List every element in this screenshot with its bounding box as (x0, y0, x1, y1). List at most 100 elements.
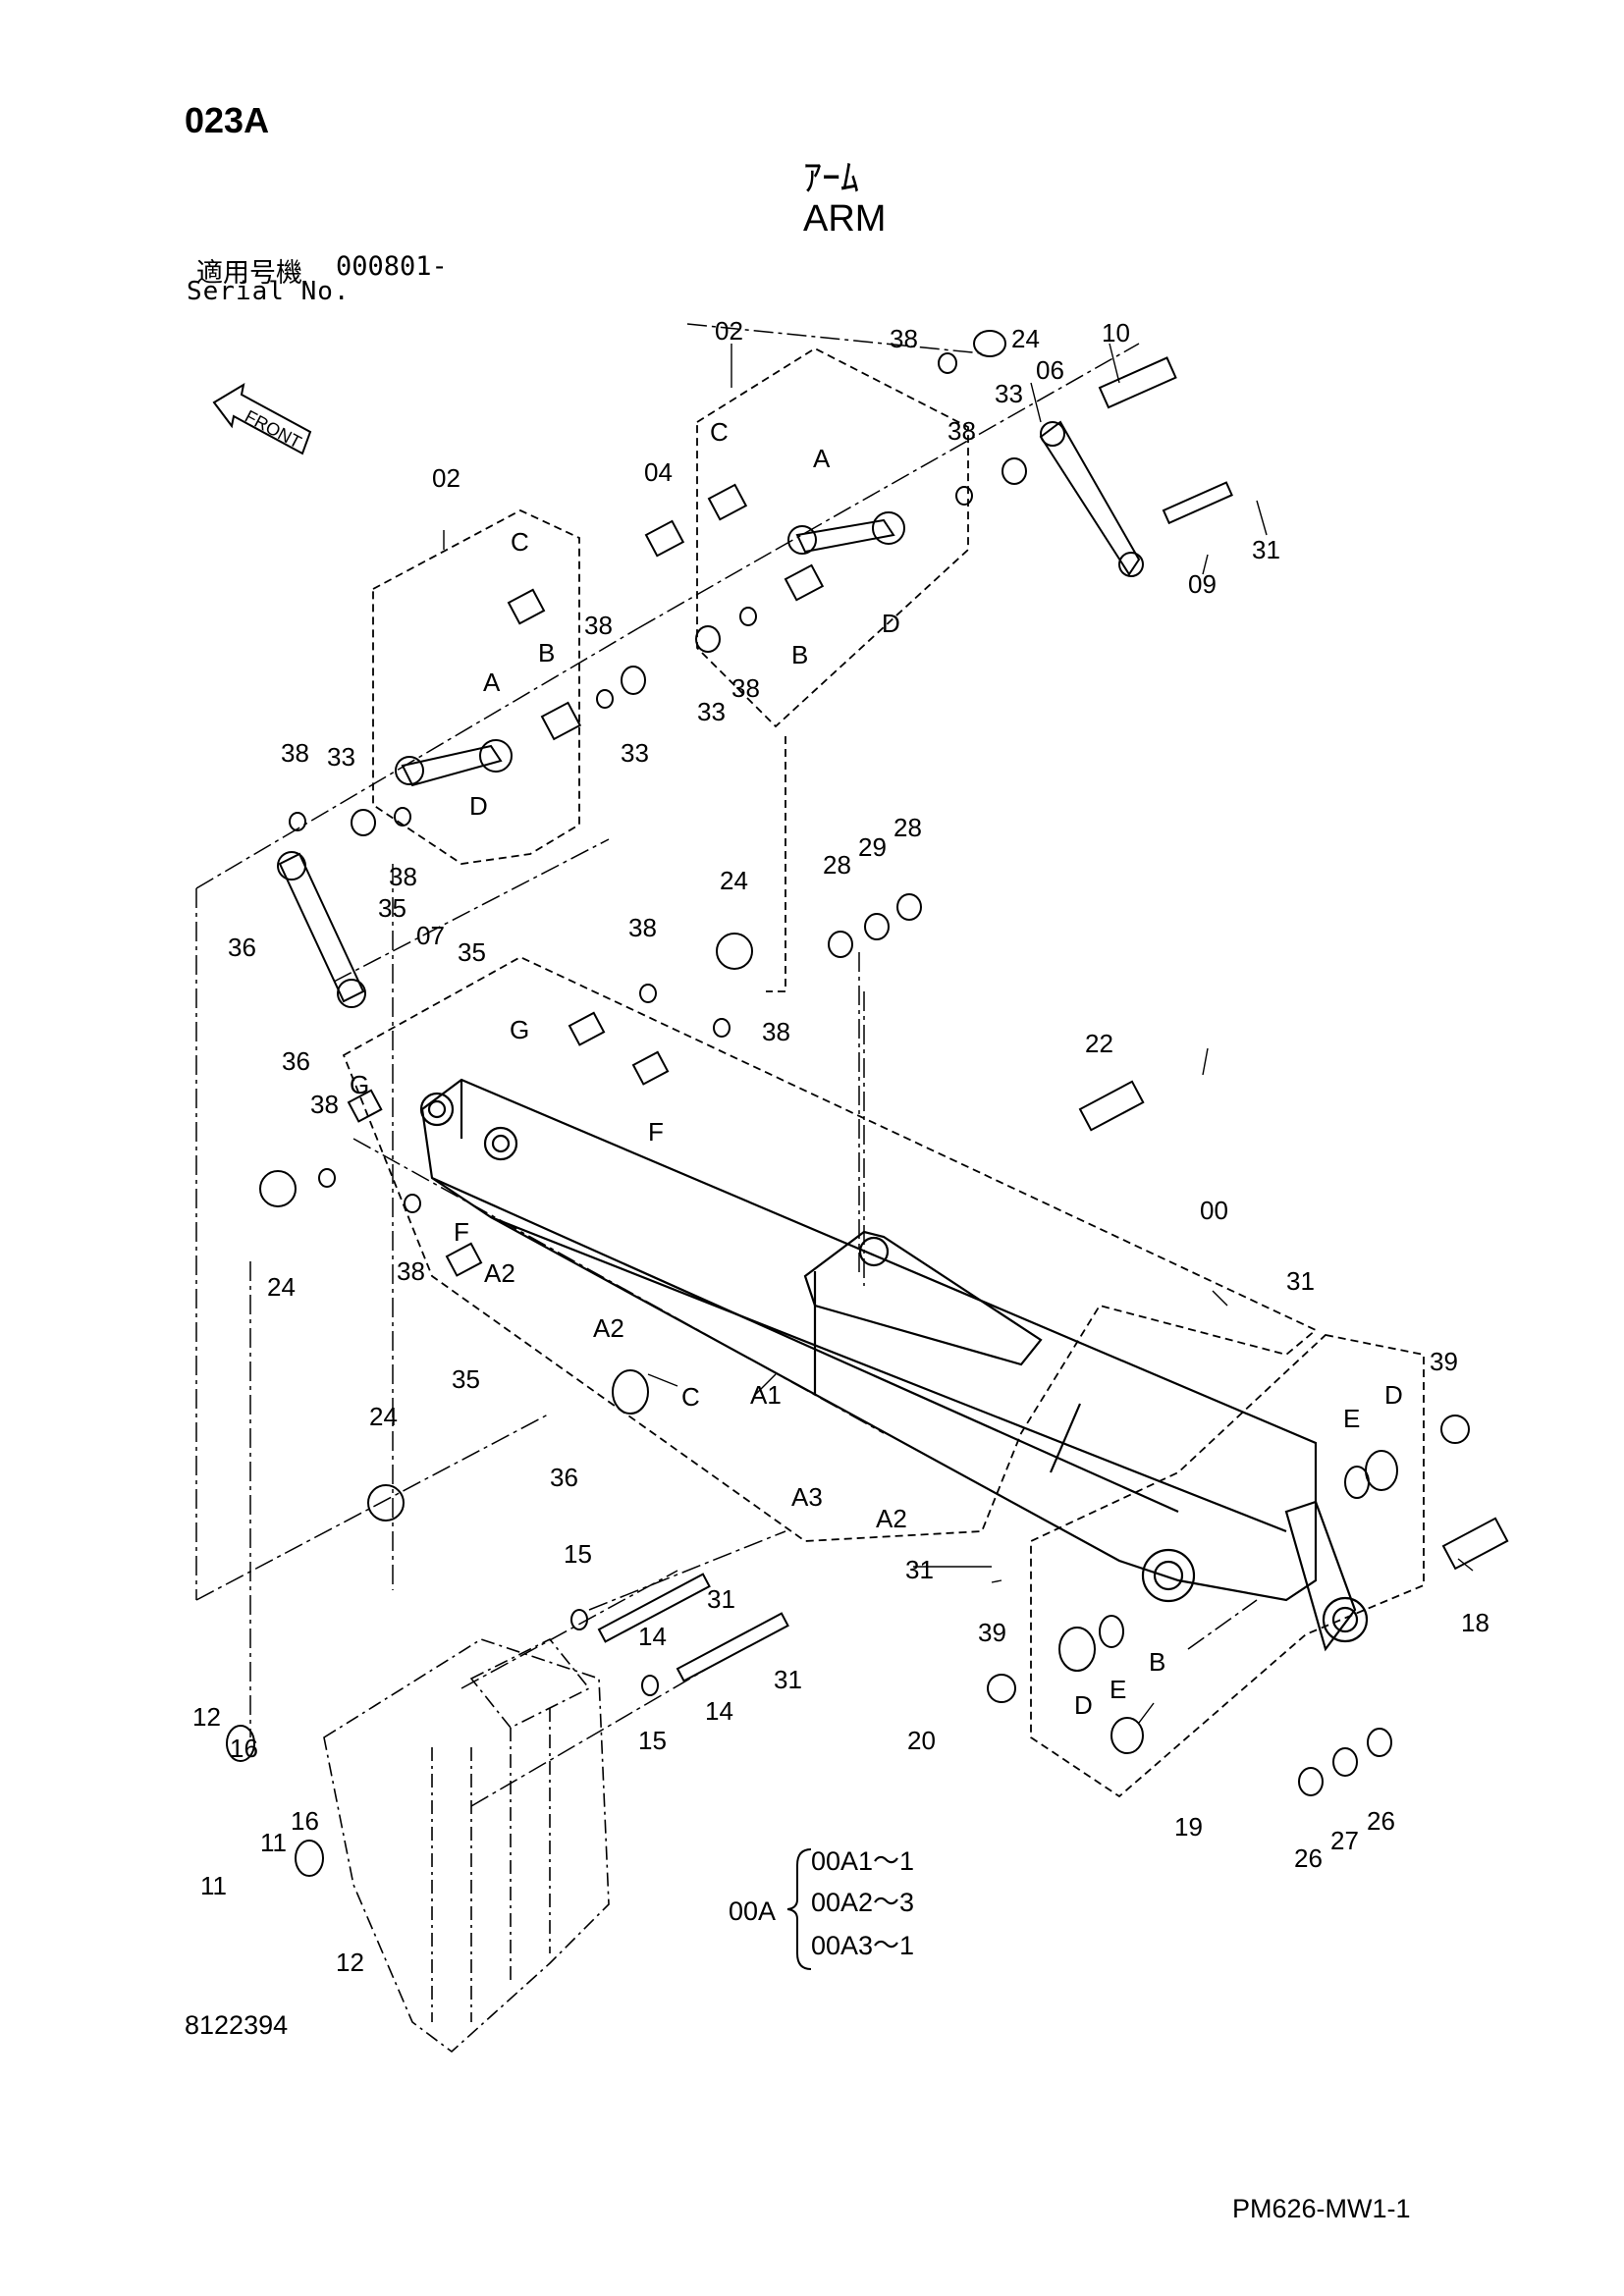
link-a-left (395, 739, 513, 787)
callout-35-c: 35 (452, 1364, 480, 1394)
kit-item-1: 00A1～1 (811, 1846, 915, 1876)
link-a-right (787, 511, 905, 555)
callout-D-bottom: D (1074, 1690, 1093, 1720)
callout-38-c: 38 (731, 673, 760, 703)
callout-27: 27 (1330, 1826, 1359, 1855)
callout-31-e: 31 (905, 1555, 934, 1584)
callout-A2-c: A2 (876, 1504, 907, 1533)
callout-G-top: G (510, 1015, 530, 1044)
front-arrow-label: FRONT (242, 406, 304, 453)
callout-12-b: 12 (336, 1948, 364, 1977)
callout-33-top: 33 (995, 379, 1023, 408)
callout-B-left: B (538, 638, 556, 667)
callout-10: 10 (1102, 318, 1130, 347)
callout-E-bottom: E (1110, 1675, 1127, 1704)
callout-20: 20 (907, 1726, 936, 1755)
callout-38-g: 38 (628, 913, 657, 942)
callout-22: 22 (1085, 1029, 1113, 1058)
callout-02-right: 02 (715, 316, 743, 346)
page-code: 023A (185, 100, 270, 140)
callout-C-left: C (511, 527, 529, 557)
callout-G-left: G (350, 1070, 370, 1099)
callout-31-top: 31 (1252, 535, 1280, 564)
callout-38-d: 38 (584, 611, 613, 640)
callout-39-a: 39 (1430, 1347, 1458, 1376)
callout-31-c: 31 (707, 1584, 735, 1614)
callout-D-right: D (1384, 1380, 1403, 1410)
callout-09: 09 (1188, 569, 1217, 599)
callout-14-b: 14 (705, 1696, 733, 1726)
callout-A1: A1 (750, 1380, 782, 1410)
callout-16-a: 16 (230, 1734, 258, 1763)
callout-11-a: 11 (200, 1871, 227, 1900)
callout-31-d: 31 (774, 1665, 802, 1694)
callout-38-b: 38 (947, 416, 976, 446)
washers (259, 330, 1470, 1796)
callout-36-b: 36 (282, 1046, 310, 1076)
callout-B-bottom: B (1149, 1647, 1166, 1677)
callout-35-b: 35 (458, 937, 486, 967)
callout-33-e: 33 (327, 742, 355, 772)
callout-A2-a: A2 (484, 1258, 515, 1288)
link-06 (1039, 420, 1144, 577)
callout-38-i: 38 (310, 1090, 339, 1119)
callout-24-c: 24 (267, 1272, 296, 1302)
front-arrow-icon: FRONT (212, 382, 312, 455)
callout-36-c: 36 (550, 1463, 578, 1492)
callout-B-top: B (791, 640, 809, 669)
callout-26-b: 26 (1367, 1806, 1395, 1836)
kit-item-2: 00A2～3 (811, 1888, 915, 1917)
callout-26-a: 26 (1294, 1843, 1323, 1873)
sheet-number: PM626-MW1-1 (1232, 2194, 1411, 2223)
callout-D-top: D (882, 609, 900, 638)
callout-14-a: 14 (638, 1622, 667, 1651)
callout-02-left: 02 (432, 463, 460, 493)
callout-C-mid: C (681, 1382, 700, 1412)
title-japanese: ｱｰﾑ (803, 156, 860, 199)
title-english: ARM (803, 198, 887, 240)
callout-24-d: 24 (369, 1402, 398, 1431)
arm-body (419, 1078, 1369, 1652)
callout-38-f: 38 (389, 862, 417, 891)
link-07 (277, 851, 366, 1008)
serial-label-english: Serial No. (187, 277, 351, 306)
callout-A-top: A (813, 444, 831, 473)
callout-35-a: 35 (378, 893, 406, 923)
callout-07: 07 (416, 921, 445, 950)
callout-F-left: F (454, 1217, 469, 1247)
callout-28-b: 28 (893, 813, 922, 842)
callout-04: 04 (644, 457, 673, 487)
callout-28-a: 28 (823, 850, 851, 880)
callout-A3: A3 (791, 1482, 823, 1512)
callout-24-b: 24 (720, 866, 748, 895)
callout-12-a: 12 (192, 1702, 221, 1732)
callout-24-top: 24 (1011, 324, 1040, 353)
kit-item-3: 00A3～1 (811, 1931, 915, 1960)
callout-11-b: 11 (260, 1828, 287, 1857)
callout-D-left: D (469, 791, 488, 821)
callout-31-b: 31 (1286, 1266, 1315, 1296)
serial-label-japanese: 適用号機 (196, 258, 302, 289)
callout-18: 18 (1461, 1608, 1489, 1637)
kit-brace-icon (786, 1848, 812, 1970)
callout-29: 29 (858, 832, 887, 862)
callout-C-top: C (710, 417, 729, 447)
group-outlines (342, 347, 1425, 1798)
pins-and-bushings (226, 356, 1509, 1877)
callout-15-b: 15 (638, 1726, 667, 1755)
callout-36-a: 36 (228, 933, 256, 962)
callout-A2-b: A2 (593, 1313, 624, 1343)
callout-F-top: F (648, 1117, 664, 1147)
serial-value: 000801- (336, 251, 448, 282)
callout-38-top: 38 (890, 324, 918, 353)
callout-E-right: E (1343, 1404, 1361, 1433)
callout-38-e: 38 (281, 738, 309, 768)
callout-19: 19 (1174, 1812, 1203, 1842)
callout-00: 00 (1200, 1196, 1228, 1225)
callout-39-b: 39 (978, 1618, 1006, 1647)
kit-name: 00A (729, 1896, 777, 1926)
callout-33-c: 33 (697, 697, 726, 726)
callout-06: 06 (1036, 355, 1064, 385)
callout-A-left: A (483, 667, 501, 697)
